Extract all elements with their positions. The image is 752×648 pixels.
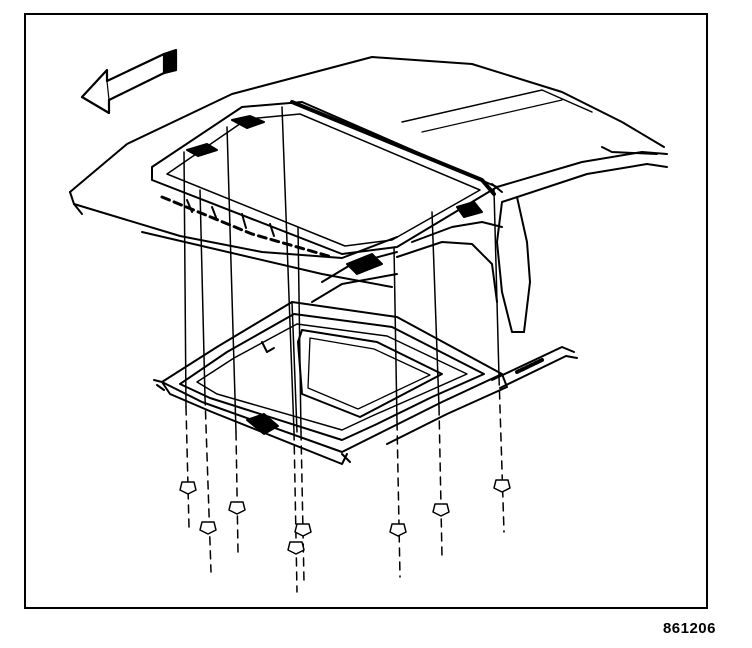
retaining-nuts — [179, 479, 511, 555]
alignment-lines — [183, 106, 500, 433]
body-side-pillar — [311, 146, 668, 333]
front-arrow-icon — [80, 48, 178, 115]
nut — [389, 523, 407, 537]
nut — [294, 523, 312, 537]
nut — [287, 541, 305, 555]
nut — [179, 481, 197, 495]
roof-panel — [69, 56, 665, 288]
figure-number: 861206 — [662, 620, 716, 637]
nut — [493, 479, 511, 493]
fastener-dashed-lines — [185, 376, 505, 593]
nut — [432, 503, 450, 517]
nut — [228, 501, 246, 515]
roof-opening — [151, 100, 503, 259]
nut — [199, 521, 217, 535]
drain-tube — [491, 346, 578, 389]
sunroof-exploded-diagram — [69, 48, 668, 593]
sunroof-module-frame — [153, 301, 508, 465]
diagram-frame — [24, 13, 708, 609]
